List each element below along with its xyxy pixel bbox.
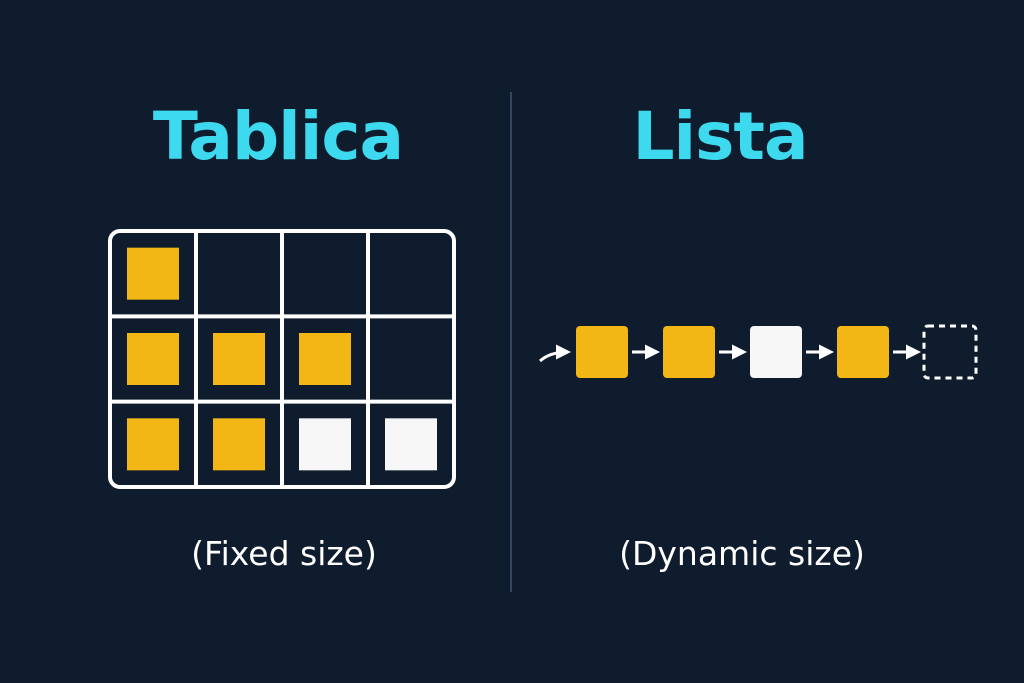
list-head-arrow [538,344,571,363]
array-cell-white [299,418,351,471]
list-node-empty-dashed [922,324,978,380]
list-node-filled [663,326,715,378]
array-cell-filled [299,333,351,385]
array-cell-filled [213,333,265,385]
list-caption: (Dynamic size) [619,534,865,573]
array-caption: (Fixed size) [191,534,377,573]
panel-divider [510,92,512,592]
list-node-white [750,326,802,378]
array-title: Tablica [152,98,404,175]
array-cell-filled [127,247,179,300]
list-title: Lista [632,98,808,175]
list-node-filled [576,326,628,378]
array-grid [108,229,456,489]
linked-list [538,324,978,380]
list-node-filled [837,326,889,378]
array-cell-filled [127,333,179,385]
array-cell-white [385,418,437,471]
array-cell-filled [213,418,265,471]
array-cell-filled [127,418,179,471]
